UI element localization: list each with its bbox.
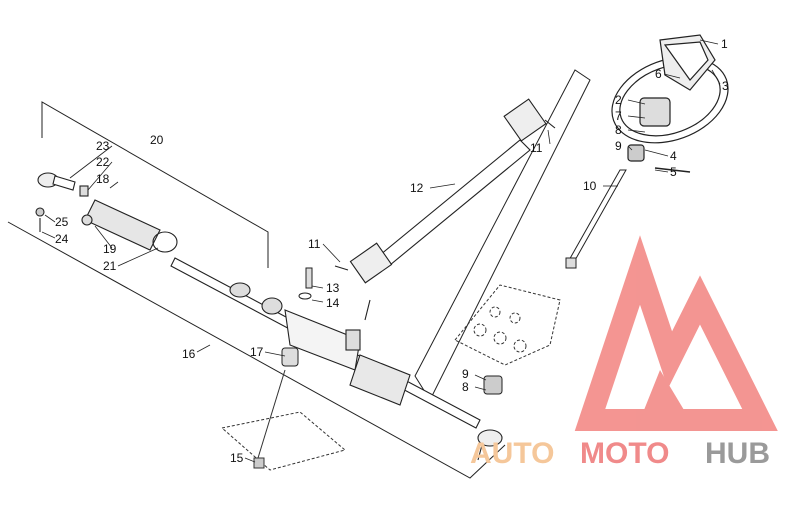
watermark-word-hub: HUB — [705, 437, 770, 470]
label-part-2: 2 — [615, 93, 622, 107]
label-part-4: 4 — [670, 149, 677, 163]
label-part-12: 12 — [410, 181, 424, 195]
part-labels: 1 6 3 2 7 8 9 4 5 10 11 12 11 13 14 16 1… — [55, 37, 729, 465]
label-part-18: 18 — [96, 172, 110, 186]
lower-bracket — [220, 369, 347, 471]
hardware-13-14 — [298, 267, 313, 300]
label-part-13: 13 — [326, 281, 340, 295]
label-part-8-bottom: 8 — [462, 380, 469, 394]
label-part-5: 5 — [670, 165, 677, 179]
watermark-text: AUTO MOTO HUB — [470, 437, 770, 470]
watermark-word-moto: MOTO — [580, 437, 669, 470]
intermediate-shaft — [334, 98, 556, 284]
column-bracket — [454, 284, 561, 366]
tie-rod-group — [35, 172, 178, 253]
label-part-14: 14 — [326, 296, 340, 310]
label-part-22: 22 — [96, 155, 110, 169]
label-part-9-bottom: 9 — [462, 367, 469, 381]
label-part-21: 21 — [103, 259, 117, 273]
label-part-25: 25 — [55, 215, 69, 229]
label-part-24: 24 — [55, 232, 69, 246]
label-part-6: 6 — [655, 67, 662, 81]
group-outlines — [7, 69, 591, 479]
label-part-9-top: 9 — [615, 139, 622, 153]
label-part-10: 10 — [583, 179, 597, 193]
label-part-7: 7 — [615, 109, 622, 123]
label-part-11-left: 11 — [308, 237, 321, 251]
label-part-8-top: 8 — [615, 123, 622, 137]
bushing-lower — [483, 375, 503, 395]
watermark-word-auto: AUTO — [470, 437, 554, 470]
rack-assembly — [170, 257, 503, 461]
label-part-11-top: 11 — [530, 141, 543, 155]
label-part-16: 16 — [182, 347, 196, 361]
label-part-20: 20 — [150, 133, 164, 147]
label-part-19: 19 — [103, 242, 117, 256]
label-part-3: 3 — [722, 79, 729, 93]
watermark-logo — [574, 235, 778, 431]
label-part-15: 15 — [230, 451, 244, 465]
label-part-1: 1 — [721, 37, 728, 51]
steering-shaft — [565, 169, 627, 269]
label-part-17: 17 — [250, 345, 264, 359]
leader-lines — [41, 39, 721, 463]
bushing-17 — [281, 347, 299, 367]
label-part-23: 23 — [96, 139, 110, 153]
